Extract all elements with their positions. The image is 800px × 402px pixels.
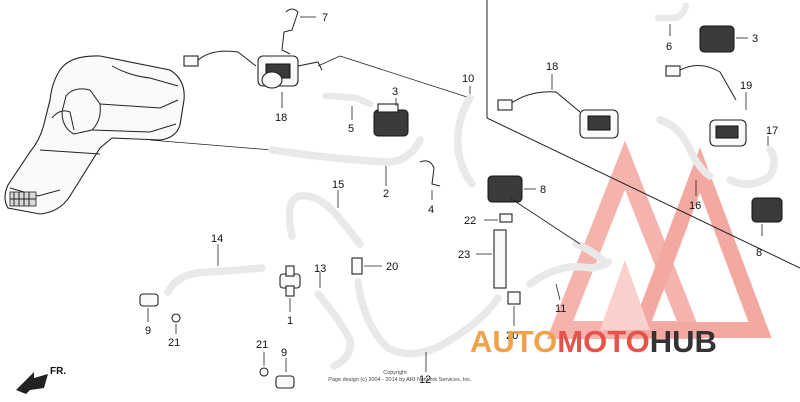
- svg-text:9: 9: [145, 325, 151, 337]
- hose-part-13: 13: [314, 263, 354, 370]
- hose-part-6: 6: [654, 2, 690, 53]
- fitting-part-22: 22: [464, 213, 513, 227]
- bolt-part-21-bottom: 21: [256, 339, 269, 377]
- fitting-part-9-bottom: 9: [275, 347, 295, 389]
- svg-text:2: 2: [383, 188, 389, 200]
- svg-text:18: 18: [546, 61, 558, 73]
- hose-part-17: 17: [726, 125, 778, 188]
- svg-text:15: 15: [332, 179, 344, 191]
- hose-part-15: 15: [285, 179, 364, 248]
- callout-2: 2: [383, 166, 389, 200]
- hose-part-14: 14: [164, 233, 266, 296]
- hose-part-16: 16: [656, 116, 714, 212]
- hose-part-10: 10: [454, 73, 476, 188]
- t-joint-part-1: 1: [279, 265, 301, 327]
- svg-text:FR.: FR.: [50, 366, 66, 377]
- svg-text:6: 6: [666, 41, 672, 53]
- svg-text:12: 12: [419, 374, 431, 386]
- fitting-part-9-left: 9: [139, 293, 159, 337]
- svg-text:3: 3: [752, 33, 758, 45]
- tube-part-23: 23: [458, 229, 507, 289]
- svg-text:18: 18: [275, 112, 287, 124]
- svg-text:22: 22: [464, 215, 476, 227]
- inset-frame: [486, 0, 800, 269]
- vacuum-valve-part-3-inset: 3: [699, 25, 758, 53]
- vacuum-valve-part-8-center: 8: [487, 175, 546, 203]
- solenoid-valve-part-18-inset: 18: [497, 61, 619, 139]
- hose-part-2: [268, 136, 424, 166]
- fitting-part-20-right: 20: [506, 291, 521, 342]
- svg-text:10: 10: [462, 73, 474, 85]
- svg-text:1: 1: [287, 315, 293, 327]
- duct-mesh-grille: [9, 191, 37, 207]
- svg-text:5: 5: [348, 123, 354, 135]
- svg-text:21: 21: [168, 337, 180, 349]
- svg-text:13: 13: [314, 263, 326, 275]
- watermark-text-hub: HUB: [650, 324, 717, 359]
- vacuum-valve-part-8-inset: 8: [751, 197, 783, 259]
- watermark-text-moto: MOTO: [557, 324, 649, 359]
- hose-part-12: 12: [354, 278, 502, 386]
- svg-text:20: 20: [386, 261, 398, 273]
- solenoid-valve-part-19: 19: [665, 65, 752, 147]
- svg-text:19: 19: [740, 80, 752, 92]
- svg-text:Page design (c) 2004 - 2014 by: Page design (c) 2004 - 2014 by ARI Netwo…: [328, 377, 472, 383]
- svg-text:9: 9: [281, 347, 287, 359]
- bolt-part-21-left: 21: [168, 313, 181, 349]
- svg-text:4: 4: [428, 204, 434, 216]
- svg-text:7: 7: [322, 12, 328, 24]
- svg-text:23: 23: [458, 249, 470, 261]
- watermark-triangle-logo: [546, 140, 772, 339]
- svg-text:8: 8: [756, 247, 762, 259]
- svg-text:20: 20: [506, 330, 518, 342]
- air-intake-duct: [4, 55, 273, 215]
- hose-part-11: 11: [526, 240, 612, 315]
- solenoid-valve-part-18: [183, 50, 323, 89]
- svg-text:16: 16: [689, 200, 701, 212]
- copyright-notice: Copyright Page design (c) 2004 - 2014 by…: [328, 370, 472, 383]
- svg-text:3: 3: [392, 86, 398, 98]
- bracket-part-7: 7: [281, 8, 328, 55]
- clip-part-4: 4: [419, 160, 441, 216]
- watermark-text-auto: AUTO: [470, 324, 557, 359]
- watermark-wordmark: AUTOMOTOHUB: [470, 324, 717, 359]
- hose-part-5: 5: [322, 92, 374, 135]
- svg-text:Copyright: Copyright: [383, 370, 407, 376]
- svg-text:AUTOMOTOHUB: AUTOMOTOHUB: [470, 324, 717, 359]
- svg-text:14: 14: [211, 233, 223, 245]
- callout-18-left: 18: [275, 92, 287, 124]
- fitting-part-20-center: 20: [351, 257, 398, 275]
- front-direction-arrow: FR.: [16, 366, 66, 394]
- svg-text:17: 17: [766, 125, 778, 137]
- svg-text:11: 11: [555, 303, 566, 315]
- svg-text:8: 8: [540, 184, 546, 196]
- vacuum-valve-part-3: 3: [373, 86, 409, 137]
- svg-text:21: 21: [256, 339, 268, 351]
